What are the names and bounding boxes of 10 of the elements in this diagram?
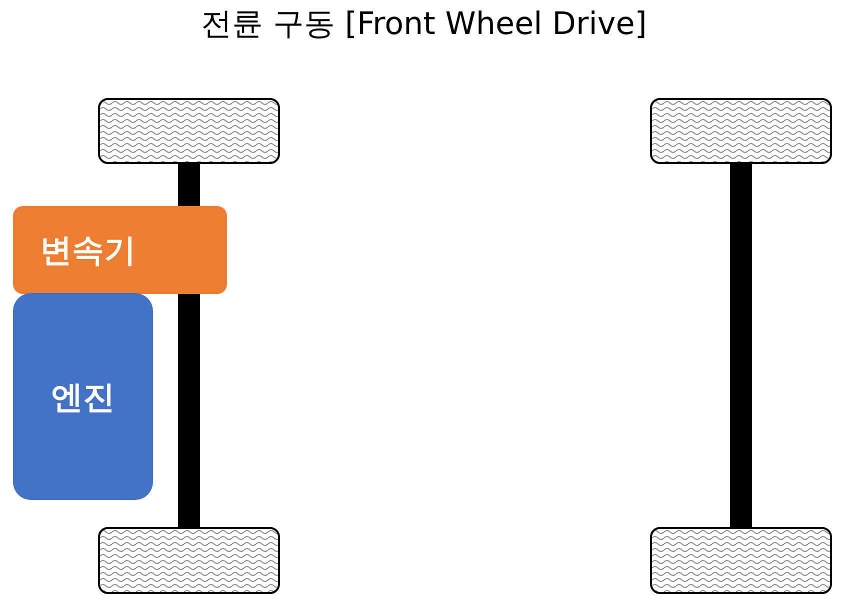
tire (650, 98, 832, 164)
box-label: 변속기 (40, 234, 136, 266)
diagram-title: 전륜 구동 [Front Wheel Drive] (201, 5, 647, 44)
tire (650, 527, 832, 594)
box-label: 엔진 (51, 380, 115, 412)
transmission-box (13, 206, 227, 294)
tire (98, 527, 280, 594)
engine-box (13, 293, 153, 500)
tire (98, 98, 280, 164)
axle-bar (730, 164, 752, 527)
